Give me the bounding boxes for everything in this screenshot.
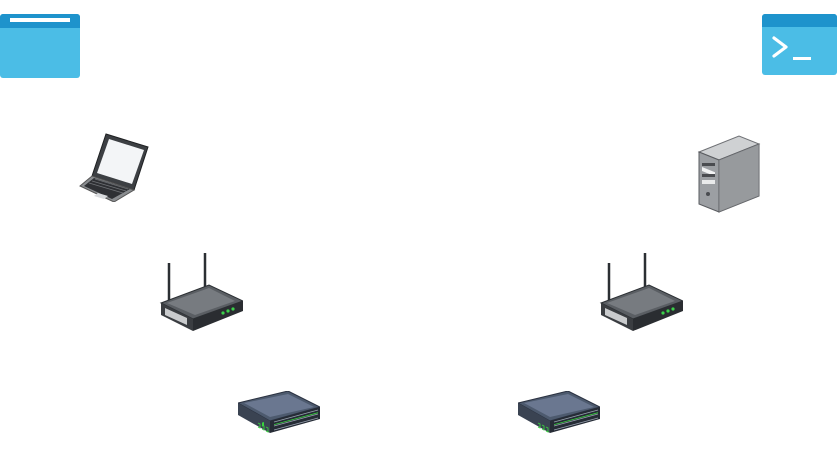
- wireless-router-icon[interactable]: [157, 251, 243, 333]
- server-tower-icon[interactable]: [697, 134, 761, 214]
- laptop-icon[interactable]: [78, 130, 152, 202]
- browser-window-icon[interactable]: [0, 14, 80, 78]
- wireless-router-icon[interactable]: [597, 251, 683, 333]
- network-switch-icon[interactable]: [518, 391, 600, 437]
- network-switch-icon[interactable]: [238, 391, 320, 437]
- terminal-prompt-icon[interactable]: [762, 14, 837, 75]
